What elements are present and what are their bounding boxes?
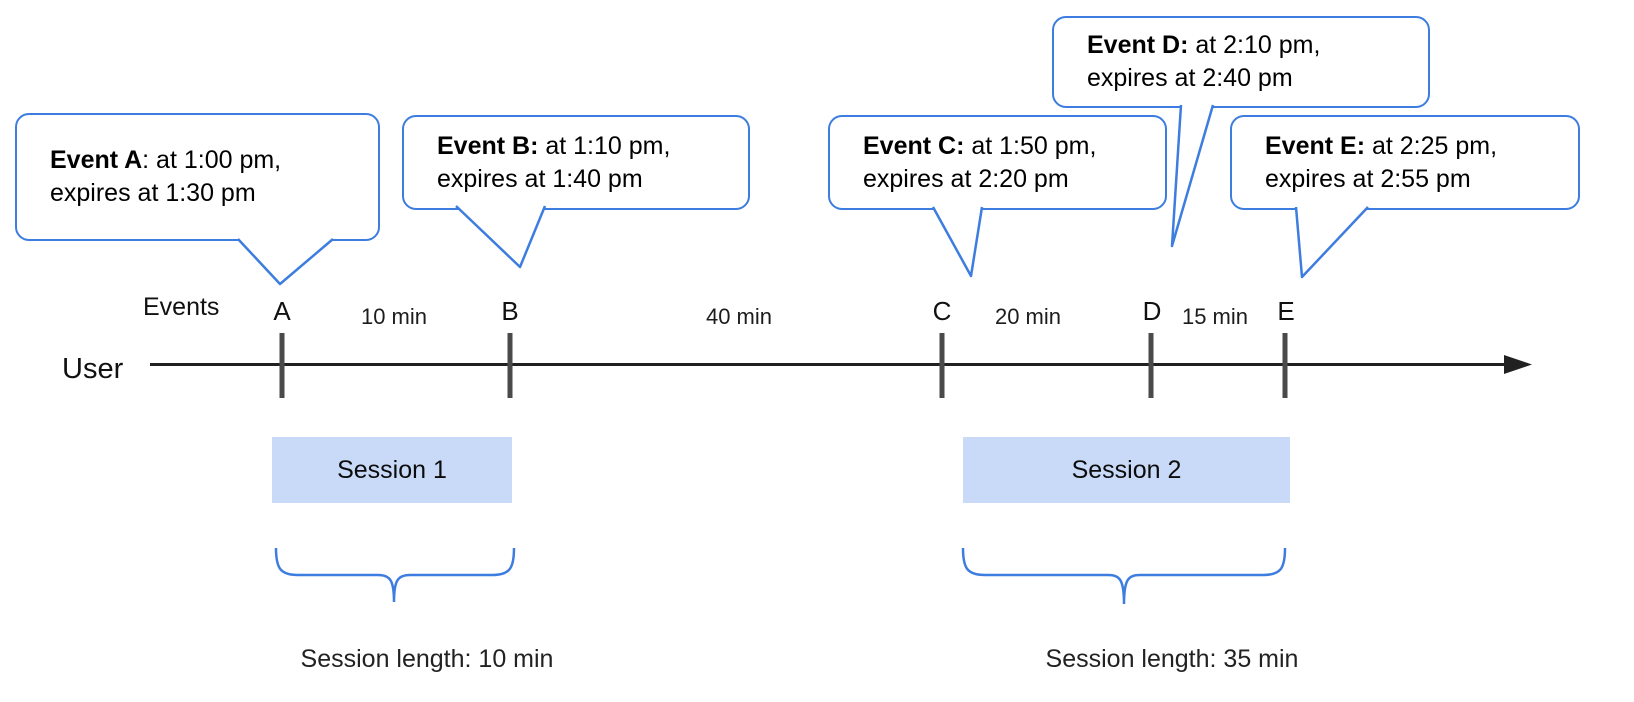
callout-event-c-line1: Event C: at 1:50 pm, xyxy=(863,131,1097,160)
callout-event-e-line1: Event E: at 2:25 pm, xyxy=(1265,131,1498,160)
callout-event-a: Event A: at 1:00 pm, expires at 1:30 pm xyxy=(15,113,380,241)
callout-event-a-line1: Event A: at 1:00 pm, xyxy=(50,146,282,174)
event-letter-e: E xyxy=(1277,296,1295,326)
callout-event-b-line2: expires at 1:40 pm xyxy=(437,164,643,193)
callout-event-d: Event D: at 2:10 pm, expires at 2:40 pm xyxy=(1052,16,1430,108)
events-axis-label: Events xyxy=(143,293,220,321)
callout-event-c: Event C: at 1:50 pm, expires at 2:20 pm xyxy=(828,115,1167,210)
event-tick-a xyxy=(279,333,285,398)
callout-tail-a xyxy=(237,238,334,286)
interval-label-d-e: 15 min xyxy=(1181,304,1249,329)
event-tick-d xyxy=(1148,333,1154,398)
user-axis-label: User xyxy=(62,353,124,385)
callout-tail-b xyxy=(455,205,547,269)
callout-event-c-line2: expires at 2:20 pm xyxy=(863,164,1069,193)
interval-label-a-b: 10 min xyxy=(360,304,428,329)
session-1-label: Session 1 xyxy=(337,455,447,484)
callout-event-e: Event E: at 2:25 pm, expires at 2:55 pm xyxy=(1230,115,1580,210)
callout-tail-d xyxy=(1170,104,1215,248)
callout-tail-c xyxy=(931,206,984,278)
callout-event-e-line2: expires at 2:55 pm xyxy=(1265,164,1471,193)
session-1-brace xyxy=(274,547,516,603)
callout-event-d-line2: expires at 2:40 pm xyxy=(1087,64,1293,92)
event-tick-c xyxy=(939,333,945,398)
event-tick-b xyxy=(507,333,513,398)
callout-tail-e xyxy=(1294,206,1369,279)
event-letter-c: C xyxy=(932,296,952,326)
callout-event-d-line1: Event D: at 2:10 pm, xyxy=(1087,31,1321,59)
event-tick-e xyxy=(1282,333,1288,398)
session-2-brace xyxy=(961,547,1287,605)
interval-label-b-c: 40 min xyxy=(705,304,773,329)
session-2-label: Session 2 xyxy=(1071,455,1182,484)
callout-event-b-line1: Event B: at 1:10 pm, xyxy=(437,131,671,160)
callout-event-a-line2: expires at 1:30 pm xyxy=(50,179,256,207)
session-1-length-label: Session length: 10 min xyxy=(300,645,554,673)
session-1-box: Session 1 xyxy=(272,437,512,503)
event-letter-b: B xyxy=(501,296,519,326)
callout-event-b: Event B: at 1:10 pm, expires at 1:40 pm xyxy=(402,115,750,210)
session-2-length-label: Session length: 35 min xyxy=(1045,645,1299,673)
event-letter-d: D xyxy=(1142,296,1162,326)
event-letter-a: A xyxy=(273,296,291,326)
interval-label-c-d: 20 min xyxy=(994,304,1062,329)
session-2-box: Session 2 xyxy=(963,437,1290,503)
timeline-arrowhead-icon xyxy=(1504,355,1532,374)
